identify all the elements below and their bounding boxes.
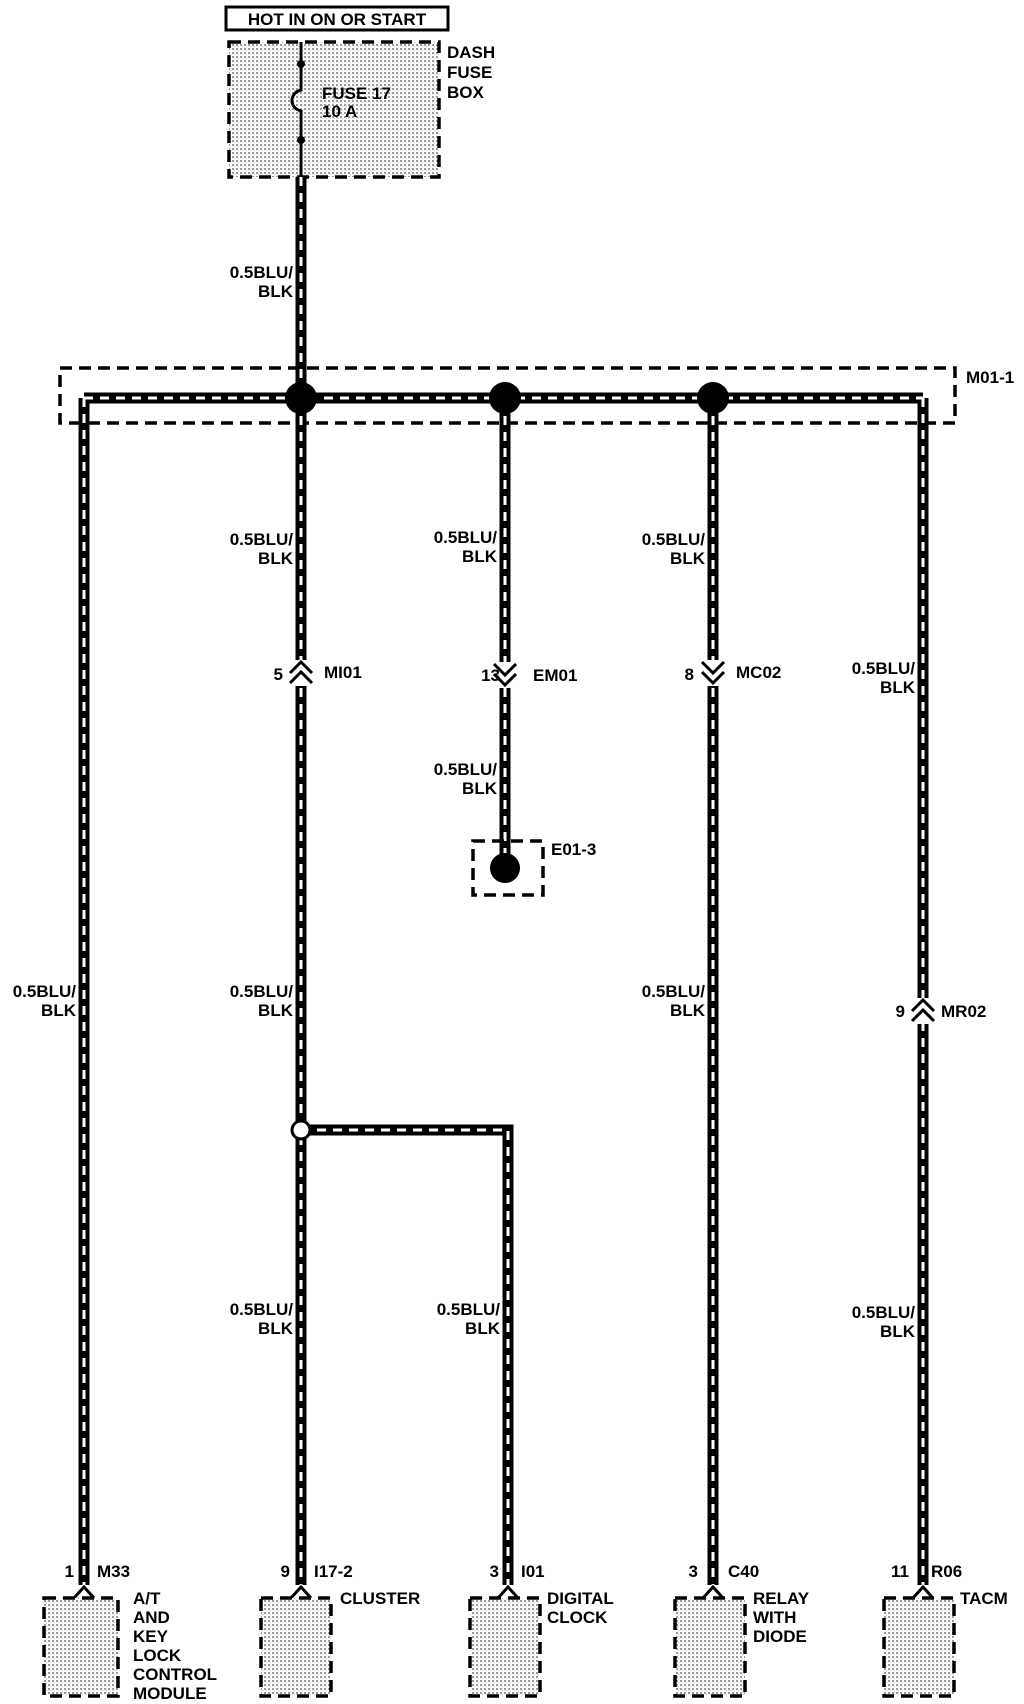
svg-text:3: 3 bbox=[490, 1562, 499, 1581]
wire-labels: 0.5BLU/ BLK 0.5BLU/ BLK 0.5BLU/ BLK 0.5B… bbox=[13, 263, 916, 1341]
svg-text:HOT IN ON OR START: HOT IN ON OR START bbox=[248, 10, 427, 29]
fuse-box-label-line2: FUSE bbox=[447, 63, 492, 82]
svg-text:1: 1 bbox=[65, 1562, 74, 1581]
fuse-label-line1: FUSE 17 bbox=[322, 84, 391, 103]
component-digital-clock: 3 I01 DIGITAL CLOCK bbox=[468, 1562, 614, 1698]
splice-dot-icon bbox=[285, 382, 317, 414]
svg-text:A/T: A/T bbox=[133, 1589, 161, 1608]
svg-text:R06: R06 bbox=[931, 1562, 962, 1581]
svg-text:KEY: KEY bbox=[133, 1627, 169, 1646]
component-cluster: 9 I17-2 CLUSTER bbox=[259, 1562, 420, 1698]
svg-text:13: 13 bbox=[481, 666, 500, 685]
svg-text:DIODE: DIODE bbox=[753, 1627, 807, 1646]
svg-text:BLK: BLK bbox=[258, 549, 294, 568]
svg-text:BLK: BLK bbox=[462, 547, 498, 566]
component-tacm: 11 R06 TACM bbox=[882, 1562, 1008, 1698]
svg-text:DIGITAL: DIGITAL bbox=[547, 1589, 614, 1608]
svg-text:0.5BLU/: 0.5BLU/ bbox=[852, 659, 916, 678]
component-at-key-lock-module: 1 M33 A/T AND KEY LOCK CONTROL MODULE bbox=[42, 1562, 217, 1703]
svg-text:0.5BLU/: 0.5BLU/ bbox=[230, 530, 294, 549]
svg-text:C40: C40 bbox=[728, 1562, 759, 1581]
svg-text:MR02: MR02 bbox=[941, 1002, 986, 1021]
component-relay-with-diode: 3 C40 RELAY WITH DIODE bbox=[673, 1562, 810, 1698]
svg-text:5: 5 bbox=[274, 665, 283, 684]
fuse-label-line2: 10 A bbox=[322, 102, 357, 121]
svg-text:EM01: EM01 bbox=[533, 666, 577, 685]
splice-dot-icon bbox=[489, 382, 521, 414]
svg-text:MODULE: MODULE bbox=[133, 1684, 207, 1703]
svg-text:MI01: MI01 bbox=[324, 663, 362, 682]
splice-dot-icon bbox=[697, 382, 729, 414]
connector-chevron-icon bbox=[700, 660, 726, 686]
fuse-symbol-icon bbox=[290, 64, 303, 140]
svg-text:RELAY: RELAY bbox=[753, 1589, 810, 1608]
svg-text:0.5BLU/: 0.5BLU/ bbox=[434, 528, 498, 547]
connector-mi01: 5 MI01 bbox=[274, 659, 362, 686]
svg-text:WITH: WITH bbox=[753, 1608, 796, 1627]
svg-text:0.5BLU/: 0.5BLU/ bbox=[434, 760, 498, 779]
connector-mr02: 9 MR02 bbox=[896, 997, 986, 1024]
ground-e01-3: E01-3 bbox=[471, 839, 596, 897]
svg-text:9: 9 bbox=[896, 1002, 905, 1021]
svg-text:BLK: BLK bbox=[880, 678, 916, 697]
power-source-header: HOT IN ON OR START bbox=[224, 5, 450, 32]
svg-text:11: 11 bbox=[891, 1562, 909, 1581]
connector-chevron-icon bbox=[492, 662, 518, 688]
svg-text:0.5BLU/: 0.5BLU/ bbox=[13, 982, 77, 1001]
svg-text:BLK: BLK bbox=[258, 282, 294, 301]
svg-text:M33: M33 bbox=[97, 1562, 130, 1581]
svg-text:I17-2: I17-2 bbox=[314, 1562, 353, 1581]
pin-terminal-icon bbox=[911, 1584, 935, 1600]
svg-text:CLUSTER: CLUSTER bbox=[340, 1589, 420, 1608]
dash-fuse-box: FUSE 17 10 A DASH FUSE BOX bbox=[227, 40, 495, 179]
svg-text:0.5BLU/: 0.5BLU/ bbox=[230, 982, 294, 1001]
pin-terminal-icon bbox=[701, 1584, 725, 1600]
svg-text:0.5BLU/: 0.5BLU/ bbox=[437, 1300, 501, 1319]
fuse-box-label-line1: DASH bbox=[447, 43, 495, 62]
svg-text:BLK: BLK bbox=[670, 1001, 706, 1020]
svg-text:BLK: BLK bbox=[462, 779, 498, 798]
svg-text:MC02: MC02 bbox=[736, 663, 781, 682]
pin-terminal-icon bbox=[496, 1584, 520, 1600]
svg-text:BLK: BLK bbox=[465, 1319, 501, 1338]
splice-label: M01-1 bbox=[966, 368, 1014, 387]
junction-circle-icon bbox=[290, 1119, 312, 1141]
svg-text:E01-3: E01-3 bbox=[551, 840, 596, 859]
connector-em01: 13 EM01 bbox=[481, 662, 577, 688]
svg-text:BLK: BLK bbox=[880, 1322, 916, 1341]
svg-text:BLK: BLK bbox=[258, 1319, 294, 1338]
connector-chevron-icon bbox=[288, 659, 314, 685]
svg-text:0.5BLU/: 0.5BLU/ bbox=[642, 530, 706, 549]
svg-text:8: 8 bbox=[685, 665, 694, 684]
svg-text:0.5BLU/: 0.5BLU/ bbox=[642, 982, 706, 1001]
svg-text:TACM: TACM bbox=[960, 1589, 1008, 1608]
svg-text:BLK: BLK bbox=[258, 1001, 294, 1020]
svg-text:BLK: BLK bbox=[670, 549, 706, 568]
connector-chevron-icon bbox=[910, 997, 936, 1023]
connector-mc02: 8 MC02 bbox=[685, 660, 781, 686]
svg-text:0.5BLU/: 0.5BLU/ bbox=[230, 1300, 294, 1319]
svg-text:9: 9 bbox=[281, 1562, 290, 1581]
svg-text:3: 3 bbox=[689, 1562, 698, 1581]
svg-text:0.5BLU/: 0.5BLU/ bbox=[852, 1303, 916, 1322]
svg-text:LOCK: LOCK bbox=[133, 1646, 182, 1665]
svg-text:AND: AND bbox=[133, 1608, 170, 1627]
fuse-box-label-line3: BOX bbox=[447, 83, 485, 102]
ground-point-icon bbox=[490, 853, 520, 883]
pin-terminal-icon bbox=[72, 1584, 96, 1600]
svg-text:CLOCK: CLOCK bbox=[547, 1608, 608, 1627]
svg-text:0.5BLU/: 0.5BLU/ bbox=[230, 263, 294, 282]
pin-terminal-icon bbox=[289, 1584, 313, 1600]
svg-text:CONTROL: CONTROL bbox=[133, 1665, 217, 1684]
svg-text:I01: I01 bbox=[521, 1562, 545, 1581]
svg-text:BLK: BLK bbox=[41, 1001, 77, 1020]
